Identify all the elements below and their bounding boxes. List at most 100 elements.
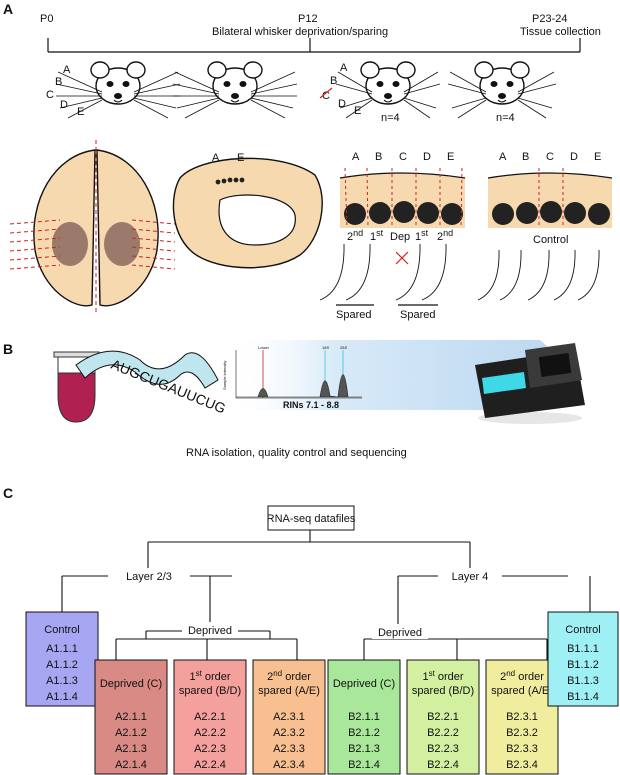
sample-id: A2.1.2	[115, 727, 147, 739]
panel-label-b: B	[3, 341, 13, 357]
dep-whisker-letter-e: E	[354, 105, 361, 117]
control-label: Control	[533, 234, 568, 246]
box-title: 1st order	[189, 669, 230, 683]
box-spared1-layer23: 1st order spared (B/D) A2.2.1 A2.2.2 A2.…	[173, 659, 247, 775]
sample-id: A2.3.3	[273, 743, 305, 755]
box-spared2-layer23: 2nd order spared (A/E) A2.3.1 A2.3.2 A2.…	[252, 659, 326, 775]
sample-id: A2.2.4	[194, 759, 226, 771]
panel-label-a: A	[3, 1, 13, 17]
panel-b-caption: RNA isolation, quality control and seque…	[186, 447, 407, 459]
order-2nd-left: 2nd	[347, 228, 363, 243]
box-subtitle: spared (B/D)	[412, 685, 474, 697]
box-subtitle: spared (A/E)	[491, 685, 553, 697]
box-control-layer23: Control A1.1.1 A1.1.2 A1.1.3 A1.1.4	[25, 611, 99, 707]
n-left-label: n=4	[381, 112, 400, 124]
box-deprived-c-layer23: Deprived (C) A2.1.1 A2.1.2 A2.1.3 A2.1.4	[94, 659, 168, 775]
sample-id: A2.2.3	[194, 743, 226, 755]
barrel-letter-c: C	[399, 151, 407, 163]
root-node-box	[267, 505, 355, 531]
sample-id: B2.3.2	[506, 727, 538, 739]
box-spared1-layer4: 1st order spared (B/D) B2.2.1 B2.2.2 B2.…	[406, 659, 480, 775]
box-title: 1st order	[422, 669, 463, 683]
whisker-letter-d: D	[60, 99, 68, 111]
sample-id: A2.3.2	[273, 727, 305, 739]
tangential-slice	[172, 157, 323, 269]
sample-id: B1.1.1	[567, 643, 599, 655]
order-1st-left: 1st	[370, 228, 384, 243]
whisker-letter-c: C	[46, 89, 54, 101]
box-subtitle: spared (B/D)	[179, 685, 241, 697]
rna-sequence: AUGCUGAUUCUG	[109, 356, 228, 417]
box-deprived-c-layer4: Deprived (C) B2.1.1 B2.1.2 B2.1.3 B2.1.4	[327, 659, 401, 775]
box-title: Control	[44, 624, 79, 636]
ctrl-barrel-letter-c: C	[546, 151, 554, 163]
box-title: Control	[565, 624, 600, 636]
n-right-label: n=4	[496, 112, 515, 124]
peak-18s-label: 18S	[322, 345, 329, 350]
sample-id: B1.1.2	[567, 659, 599, 671]
box-spared2-layer4: 2nd order spared (A/E) B2.3.1 B2.3.2 B2.…	[485, 659, 559, 775]
whisker-letter-b: B	[55, 76, 62, 88]
mouse-icon-control-p0-b	[172, 61, 298, 119]
deprived-left-label: Deprived	[188, 625, 232, 637]
sample-id: A2.1.3	[115, 743, 147, 755]
mouse-icon-deprived	[335, 61, 441, 119]
timeline-p23-desc: Tissue collection	[520, 26, 601, 38]
sample-id: B2.1.3	[348, 743, 380, 755]
rins-label: RINs 7.1 - 8.8	[283, 400, 339, 410]
sample-id: B2.2.1	[427, 711, 459, 723]
timeline-p12-desc: Bilateral whisker deprivation/sparing	[212, 26, 388, 38]
tree-connectors	[61, 530, 591, 660]
barrel-letter-e: E	[447, 151, 454, 163]
dep-label: Dep	[390, 231, 410, 243]
sample-id: A2.1.1	[115, 711, 147, 723]
svg-text:C: C	[322, 90, 330, 102]
timeline-p12-label: P12	[298, 13, 318, 25]
deprived-right-label: Deprived	[378, 627, 422, 639]
peak-28s-label: 28S	[340, 345, 347, 350]
timeline-p0-label: P0	[40, 13, 53, 25]
slice-letter-e: E	[237, 152, 244, 164]
ctrl-barrel-letter-a: A	[499, 151, 507, 163]
sample-id: A2.3.4	[273, 759, 305, 771]
box-title: 2nd order	[500, 669, 544, 683]
box-subtitle: spared (A/E)	[258, 685, 320, 697]
layer4-label: Layer 4	[452, 571, 489, 583]
ctrl-barrel-letter-d: D	[570, 151, 578, 163]
timeline-p23-label: P23-24	[532, 13, 567, 25]
sample-id: A1.1.2	[46, 659, 78, 671]
sample-id: B2.3.3	[506, 743, 538, 755]
timeline	[47, 38, 581, 53]
sample-id: B2.2.3	[427, 743, 459, 755]
box-title: Deprived (C)	[333, 678, 395, 690]
spared-label-right: Spared	[400, 309, 435, 321]
barrel-letter-b: B	[375, 151, 382, 163]
peak-lower-label: Lower	[258, 345, 270, 350]
sample-id: A1.1.3	[46, 675, 78, 687]
sample-id: A2.3.1	[273, 711, 305, 723]
dep-whisker-letter-b: B	[330, 75, 337, 87]
tube-icon	[53, 350, 219, 423]
whisker-letter-a: A	[63, 64, 71, 76]
order-1st-right: 1st	[415, 228, 429, 243]
barrel-schematic-deprived	[319, 167, 466, 306]
root-node-label: RNA-seq datafiles	[267, 513, 356, 525]
sample-id: B2.1.4	[348, 759, 380, 771]
dep-whisker-letter-d: D	[338, 98, 346, 110]
box-control-layer4: Control B1.1.1 B1.1.2 B1.1.3 B1.1.4	[547, 611, 619, 707]
box-title: Deprived (C)	[100, 678, 162, 690]
sample-id: B2.3.1	[506, 711, 538, 723]
sample-id: B2.2.4	[427, 759, 459, 771]
slice-letter-a: A	[212, 152, 220, 164]
sample-id: A2.1.4	[115, 759, 147, 771]
brain-top-view	[9, 140, 176, 315]
sample-id: B1.1.4	[567, 691, 599, 703]
cut-whisker-icon: C	[319, 87, 333, 102]
mouse-icon-deprived-b	[447, 61, 557, 119]
barrel-letter-a: A	[352, 151, 360, 163]
barrel-schematic-control	[477, 168, 613, 301]
chart-ylabel: Sample intensity	[222, 361, 227, 390]
box-title: 2nd order	[267, 669, 311, 683]
panel-label-c: C	[3, 485, 13, 501]
